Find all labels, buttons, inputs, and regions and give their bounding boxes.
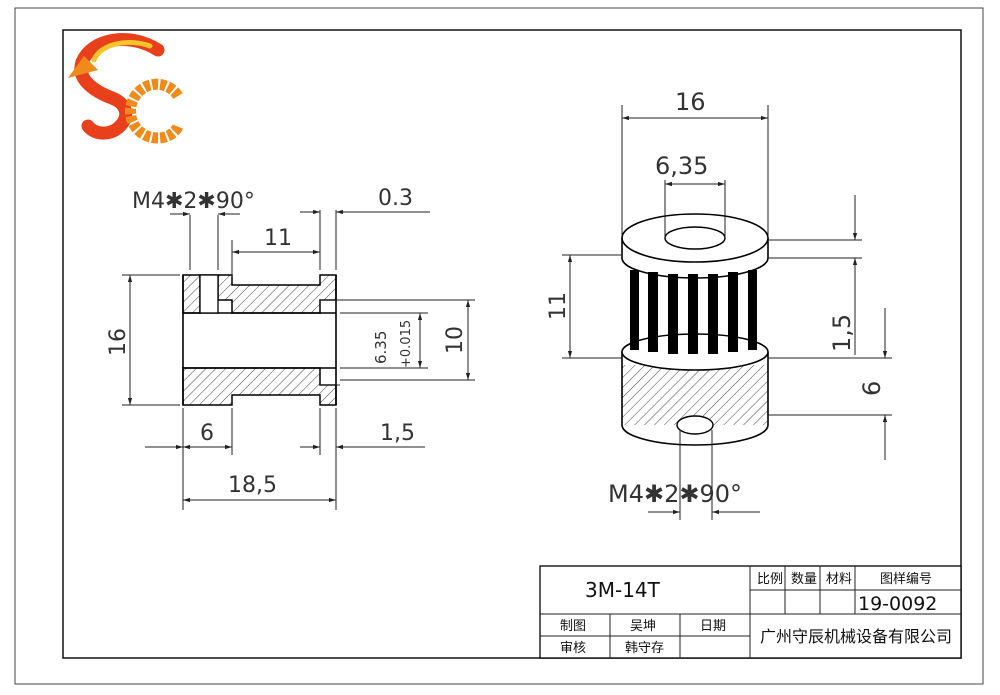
front-dim-hub-width: 11 [264, 226, 292, 251]
outer-border [14, 7, 984, 685]
logo-s-shape [74, 33, 165, 140]
front-thread-label: M4✱2✱90° [132, 189, 255, 214]
isometric-view: 16 6,35 11 1,5 6 M4✱2✱90° [546, 88, 892, 520]
front-dim-outer-diameter: 16 [106, 328, 131, 356]
tb-qty-label: 数量 [791, 572, 817, 587]
front-section-view: M4✱2✱90° 0.3 11 16 6.35 +0.015 10 6 1 [106, 186, 475, 510]
tb-company: 广州守辰机械设备有限公司 [760, 627, 952, 646]
logo-s-highlight [91, 40, 153, 63]
tb-part-name: 3M-14T [585, 578, 661, 602]
iso-bore [664, 226, 726, 250]
tb-drafter-name: 吴坤 [630, 619, 656, 634]
iso-dim-flange: 1,5 [828, 314, 856, 352]
iso-dim-hub: 6 [858, 381, 886, 396]
tb-checker-label: 审核 [560, 641, 586, 656]
screw-hole [199, 274, 219, 314]
front-dim-hub-len: 6 [200, 421, 214, 446]
iso-dim-bore: 6,35 [655, 152, 708, 180]
tb-checker-name: 韩守存 [625, 641, 664, 656]
logo-dragon-head [68, 56, 98, 78]
iso-thread-label: M4✱2✱90° [608, 480, 742, 508]
tb-material-label: 材料 [826, 572, 852, 587]
iso-flange-edge [621, 238, 769, 279]
front-dim-bore-tol: +0.015 [399, 320, 414, 368]
tb-drawing-no: 19-0092 [858, 593, 937, 615]
iso-screw-hole [676, 415, 714, 435]
iso-dim-top-diameter: 16 [675, 88, 706, 116]
iso-dim-height: 11 [546, 292, 571, 320]
title-block: 3M-14T 比例 数量 材料 图样编号 19-0092 制图 吴坤 日期 审核… [539, 565, 962, 659]
front-dim-gap: 0.3 [378, 186, 413, 211]
inner-border [62, 29, 962, 659]
sc-logo: SC [68, 33, 184, 144]
tb-scale-label: 比例 [757, 572, 783, 587]
front-dim-bore-height: 10 [443, 326, 468, 354]
iso-hub-hatch [622, 365, 768, 425]
front-dim-flange: 1,5 [380, 421, 415, 446]
tb-drawing-no-label: 图样编号 [880, 572, 932, 587]
front-dim-total-len: 18,5 [228, 473, 277, 498]
iso-teeth [630, 270, 757, 354]
tb-drafter-label: 制图 [560, 619, 586, 634]
front-dim-bore: 6.35 [372, 331, 390, 364]
tb-date-label: 日期 [700, 619, 726, 634]
section-lower-hatch [182, 367, 337, 406]
iso-hub-outline [621, 352, 769, 446]
logo-c-gear [124, 78, 184, 144]
